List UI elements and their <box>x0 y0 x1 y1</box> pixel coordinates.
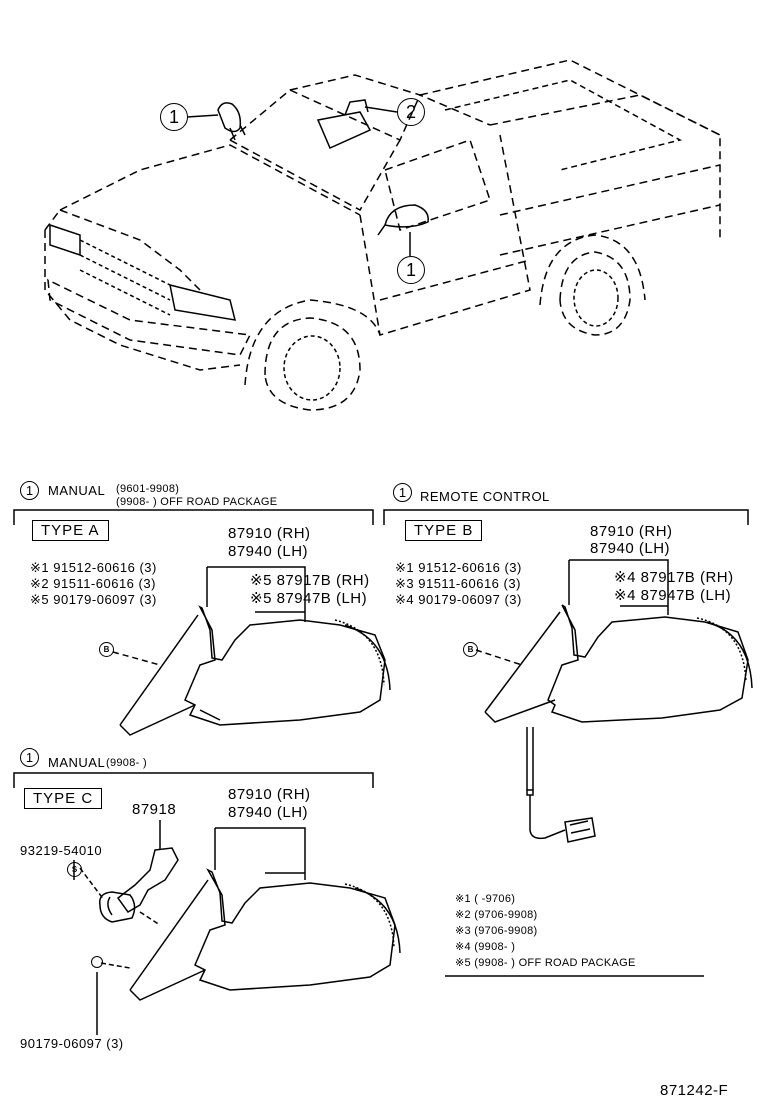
type-b-part-2: ※3 91511-60616 (3) <box>395 576 521 591</box>
callout-mirror-door: 1 <box>397 256 425 284</box>
callout-inner-mirror: 2 <box>397 98 425 126</box>
legend-item-4: ※4 (9908- ) <box>455 941 516 953</box>
type-c-label: TYPE C <box>24 788 103 809</box>
section-manual-range1: (9601-9908) <box>116 483 180 495</box>
type-a-main-lh: 87940 (LH) <box>228 543 309 560</box>
type-c-nut: 90179-06097 (3) <box>20 1036 124 1051</box>
callout-mirror-left: 1 <box>160 103 188 131</box>
type-a-mirror <box>112 566 391 736</box>
section-remote-title: REMOTE CONTROL <box>420 489 550 504</box>
section-manual2-title: MANUAL <box>48 755 106 770</box>
section-manual2-range: (9908- ) <box>106 757 147 769</box>
type-c-screw: 93219-54010 <box>20 843 103 858</box>
section-manual2-num: 1 <box>20 748 39 767</box>
diagram-id: 871242-F <box>660 1082 729 1099</box>
type-a-label: TYPE A <box>32 520 109 541</box>
pickup-truck <box>44 59 721 411</box>
type-c-screw-marker: S <box>67 862 82 877</box>
section-remote-num: 1 <box>393 483 412 502</box>
type-a-part-1: ※1 91512-60616 (3) <box>30 560 157 575</box>
section-rules <box>13 509 749 977</box>
type-b-label: TYPE B <box>405 520 483 541</box>
type-a-glass-lh: ※5 87947B (LH) <box>250 590 368 607</box>
type-a-main-rh: 87910 (RH) <box>228 525 311 542</box>
type-b-mirror <box>475 559 753 843</box>
section-manual-range2: (9908- ) OFF ROAD PACKAGE <box>116 496 278 508</box>
type-c-mirror <box>73 820 401 1035</box>
type-c-main-lh: 87940 (LH) <box>228 804 309 821</box>
type-b-glass-rh: ※4 87917B (RH) <box>614 569 734 586</box>
legend-item-3: ※3 (9706-9908) <box>455 925 538 937</box>
type-b-glass-lh: ※4 87947B (LH) <box>614 587 732 604</box>
section-manual-title: MANUAL <box>48 483 106 498</box>
type-c-bracket: 87918 <box>132 801 177 818</box>
type-a-part-3: ※5 90179-06097 (3) <box>30 592 157 607</box>
type-a-glass-rh: ※5 87917B (RH) <box>250 572 370 589</box>
legend-item-5: ※5 (9908- ) OFF ROAD PACKAGE <box>455 957 636 969</box>
type-b-marker: B <box>463 642 478 657</box>
section-manual-num: 1 <box>20 481 39 500</box>
type-c-main-rh: 87910 (RH) <box>228 786 311 803</box>
type-b-main-rh: 87910 (RH) <box>590 523 673 540</box>
legend-item-2: ※2 (9706-9908) <box>455 909 538 921</box>
type-c-nut-marker <box>91 956 103 968</box>
legend-item-1: ※1 ( -9706) <box>455 893 516 905</box>
type-a-part-2: ※2 91511-60616 (3) <box>30 576 156 591</box>
type-b-part-1: ※1 91512-60616 (3) <box>395 560 522 575</box>
type-a-marker: B <box>99 642 114 657</box>
type-b-main-lh: 87940 (LH) <box>590 540 671 557</box>
type-b-part-3: ※4 90179-06097 (3) <box>395 592 522 607</box>
